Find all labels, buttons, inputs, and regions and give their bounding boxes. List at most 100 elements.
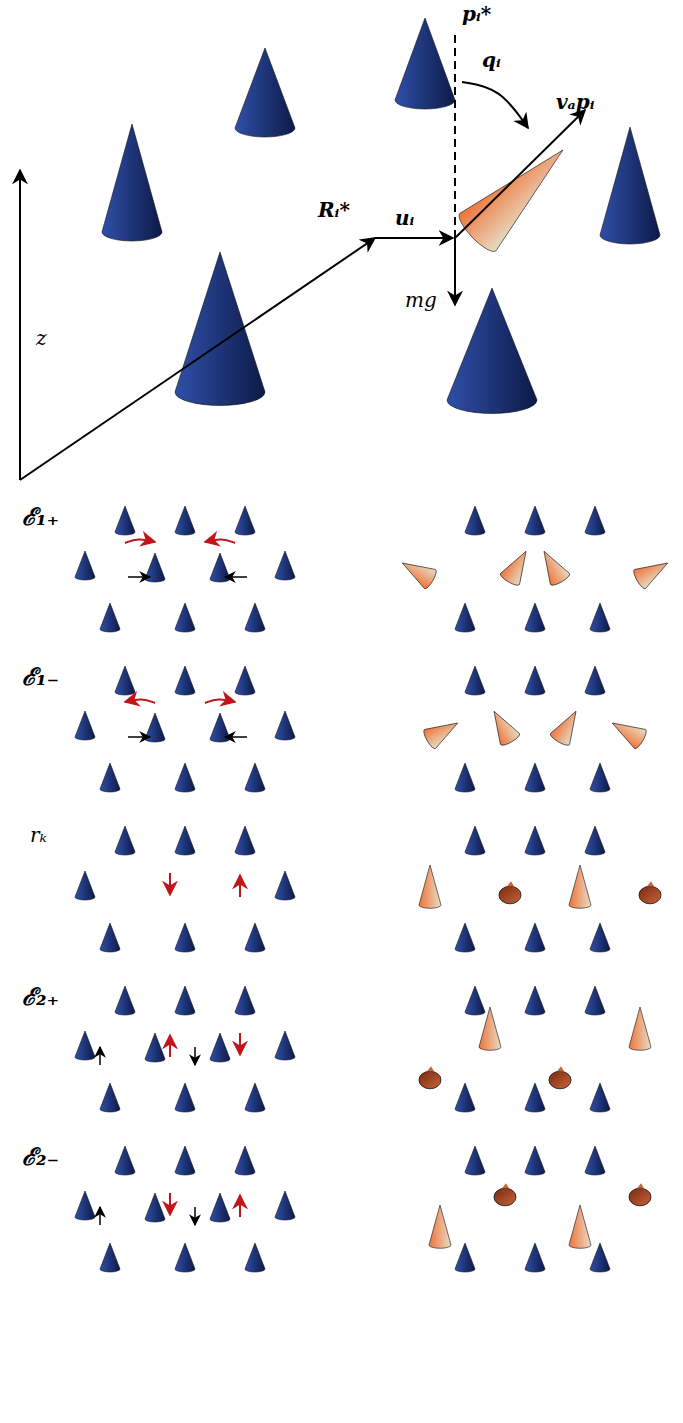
cone [245,763,265,792]
arrow [125,699,155,703]
arrow [169,873,171,895]
cone [235,666,255,695]
cone [499,546,536,588]
cone [465,826,485,855]
cone-tip [637,1183,644,1188]
cone [235,1146,255,1175]
cone [525,1243,545,1272]
cone [455,763,475,792]
cone [100,603,120,632]
cone [175,1243,195,1272]
cone [484,706,521,748]
cone [115,1146,135,1175]
cone [629,1007,651,1050]
vector-label: qᵢ [482,50,501,70]
cone [525,1146,545,1175]
cone [525,763,545,792]
arrow [194,1207,196,1225]
cone [600,127,660,244]
cone [175,763,195,792]
arrow [194,1047,196,1065]
cone [210,1033,230,1062]
cone [175,1146,195,1175]
arrow [19,170,21,480]
tilted-cone [639,886,661,904]
cone [210,1193,230,1222]
tilted-cone [629,1188,651,1206]
cone [175,923,195,952]
cone [75,1191,95,1220]
cone [235,506,255,535]
cone [525,603,545,632]
cone [479,1007,501,1050]
cone [465,1146,485,1175]
arrow [454,30,456,238]
cone [395,18,455,109]
arrow [454,238,456,305]
arrow [125,539,155,543]
arrow [20,238,375,480]
cone [455,603,475,632]
cone-lattice [75,18,673,1272]
cone [585,1146,605,1175]
arrow [205,539,235,543]
mode-label: ℰ₁₊ [22,505,59,529]
vector-label: vₐpᵢ [556,92,595,112]
cone [235,826,255,855]
cone [534,546,571,588]
tilted-cone [494,1188,516,1206]
cone [245,923,265,952]
cone [100,763,120,792]
cone [590,923,610,952]
cone [102,124,162,241]
cone [585,826,605,855]
cone [525,923,545,952]
tilted-cone [419,1071,441,1089]
cone-tip [647,881,654,886]
mode-label: ℰ₂₋ [22,1145,59,1169]
vector-label: uᵢ [395,208,414,228]
cone [447,288,537,414]
cone [275,711,295,740]
arrow [239,1195,241,1217]
vector-label: pᵢ* [462,4,491,24]
arrow [375,237,453,239]
vector-label: Rᵢ* [318,200,350,220]
cone [590,1243,610,1272]
cone [145,1033,165,1062]
cone [115,986,135,1015]
arrow [225,576,247,578]
arrow [225,736,247,738]
cone [569,865,591,908]
cone [175,506,195,535]
cone [245,603,265,632]
cone [422,713,464,750]
cone [454,131,581,256]
cone [235,48,295,137]
arrow [99,1047,101,1065]
cone [585,506,605,535]
cone [75,871,95,900]
mode-label: ℰ₁₋ [22,665,59,689]
cone [455,923,475,952]
cone [397,553,439,590]
cone [590,603,610,632]
cone [115,506,135,535]
arrow [455,110,585,238]
cone [632,553,674,590]
cone [75,1031,95,1060]
cone [175,986,195,1015]
cone [175,252,265,406]
arrow [239,875,241,897]
vector-label: mg [405,290,437,310]
cone [465,506,485,535]
arrow [128,736,150,738]
cone [607,713,649,750]
cone [525,826,545,855]
cone [175,603,195,632]
cone [590,763,610,792]
cone [585,666,605,695]
cone [275,1031,295,1060]
tilted-cone [499,886,521,904]
cone [100,1083,120,1112]
